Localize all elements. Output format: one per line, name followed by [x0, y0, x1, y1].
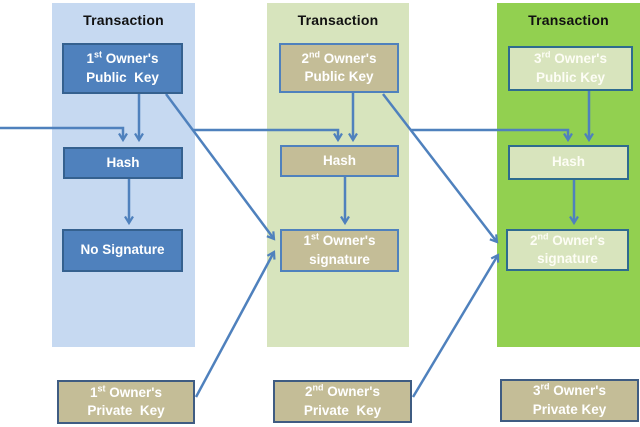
no-signature-label: No Signature	[80, 242, 165, 258]
owner1-private-key-line1: 1st Owner's	[89, 383, 162, 400]
hash-label-tx1: Hash	[106, 154, 140, 170]
owner2-signature-box: 2nd Owner's signature	[506, 229, 629, 271]
hash-box-tx3: Hash	[508, 145, 629, 180]
owner1-signature-line2: signature	[309, 251, 370, 267]
owner1-private-key-box: 1st Owner's Private Key	[57, 380, 195, 424]
owner1-public-key-box: 1st Owner's Public Key	[62, 43, 183, 94]
owner3-public-key-box: 3rd Owner's Public Key	[508, 46, 633, 91]
hash-label-tx2: Hash	[322, 152, 356, 168]
owner2-public-key-line2: Public Key	[304, 69, 374, 84]
owner2-private-key-line2: Private Key	[303, 402, 382, 418]
owner1-public-key-line1: 1st Owner's	[86, 49, 159, 67]
owner1-private-key-line2: Private Key	[87, 403, 165, 418]
transaction-1-title: Transaction	[83, 12, 164, 28]
owner2-signature-line2: signature	[537, 251, 598, 266]
owner2-private-key-line1: 2nd Owner's	[305, 382, 380, 400]
hash-box-tx1: Hash	[63, 147, 183, 179]
owner2-public-key-line1: 2nd Owner's	[301, 49, 377, 66]
owner3-public-key-line2: Public Key	[535, 69, 606, 85]
arrow-private-key-1-to-signature-tx2	[194, 250, 276, 398]
hash-label-tx3: Hash	[551, 154, 585, 170]
transaction-2-title: Transaction	[297, 12, 379, 28]
owner3-public-key-line1: 3rd Owner's	[534, 49, 607, 67]
owner2-public-key-box: 2nd Owner's Public Key	[279, 43, 399, 93]
owner3-private-key-line1: 3rd Owner's	[533, 381, 606, 399]
owner1-signature-line1: 1st Owner's	[303, 231, 376, 249]
arrow-private-key-2-to-signature-tx3	[411, 253, 500, 398]
owner1-signature-box: 1st Owner's signature	[280, 229, 399, 272]
owner1-public-key-line2: Public Key	[86, 69, 159, 85]
owner2-private-key-box: 2nd Owner's Private Key	[273, 380, 412, 423]
transaction-3-title: Transaction	[528, 12, 609, 28]
owner3-private-key-line2: Private Key	[532, 401, 607, 417]
owner3-private-key-box: 3rd Owner's Private Key	[500, 379, 639, 422]
no-signature-box: No Signature	[62, 229, 183, 272]
hash-box-tx2: Hash	[280, 145, 399, 177]
owner2-signature-line1: 2nd Owner's	[530, 231, 605, 248]
